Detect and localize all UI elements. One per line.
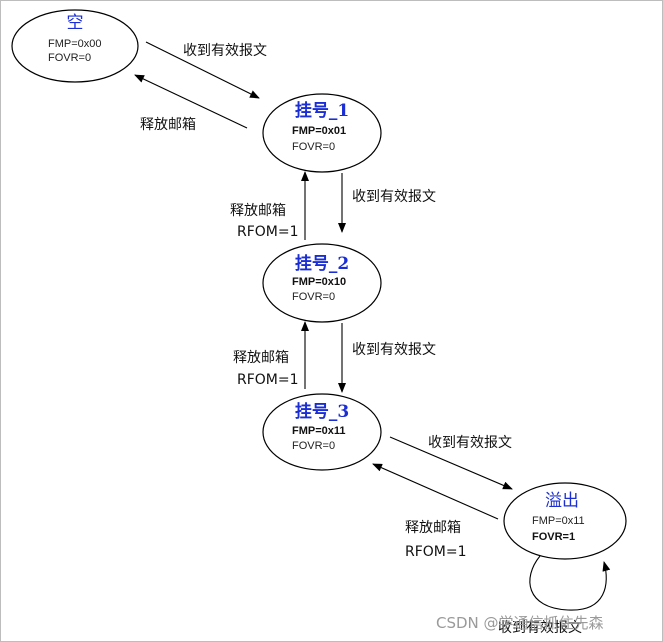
label-release-1: 释放邮箱 (140, 117, 196, 133)
state-pending-1-fovr: FOVR=0 (292, 141, 335, 153)
state-pending-2-fovr: FOVR=0 (292, 291, 335, 303)
label-receive-3: 收到有效报文 (352, 342, 436, 358)
state-overflow: 溢出 FMP=0x11 FOVR=1 (503, 482, 627, 560)
label-rfom-3: RFOM=1 (237, 372, 299, 388)
label-receive-5: 收到有效报文 (498, 620, 582, 636)
arrow-overflow-to-p3 (372, 463, 499, 520)
state-pending-3-fmp: FMP=0x11 (292, 425, 346, 437)
state-empty-title: 空 (67, 13, 84, 33)
label-release-3: 释放邮箱 (233, 350, 289, 366)
state-pending-2-title: 挂号_2 (295, 253, 349, 274)
state-pending-3-fovr: FOVR=0 (292, 440, 335, 452)
label-receive-4: 收到有效报文 (428, 435, 512, 451)
label-receive-2: 收到有效报文 (352, 189, 436, 205)
state-pending-2-fmp: FMP=0x10 (292, 276, 346, 288)
label-receive-1: 收到有效报文 (183, 43, 267, 59)
arrow-p1-to-empty (134, 74, 248, 129)
state-pending-2: 挂号_2 FMP=0x10 FOVR=0 (262, 243, 382, 323)
watermark: CSDN @学通信抓住先森 (436, 614, 604, 632)
state-pending-3: 挂号_3 FMP=0x11 FOVR=0 (262, 393, 382, 471)
state-overflow-fmp: FMP=0x11 (532, 515, 585, 527)
state-empty: 空 FMP=0x00 FOVR=0 (11, 9, 139, 83)
arrow-empty-to-p1 (145, 41, 260, 99)
state-pending-1: 挂号_1 FMP=0x01 FOVR=0 (262, 93, 382, 173)
label-release-2: 释放邮箱 (230, 203, 286, 219)
arrow-p3-to-overflow (389, 436, 513, 490)
state-pending-1-title: 挂号_1 (295, 100, 349, 121)
state-empty-fmp: FMP=0x00 (48, 38, 102, 50)
arrow-overflow-self-loop (529, 555, 611, 611)
state-pending-1-fmp: FMP=0x01 (292, 125, 346, 137)
label-rfom-4: RFOM=1 (405, 544, 467, 560)
label-release-4: 释放邮箱 (405, 520, 461, 536)
label-rfom-2: RFOM=1 (237, 224, 299, 240)
state-pending-3-title: 挂号_3 (295, 401, 349, 422)
state-empty-fovr: FOVR=0 (48, 52, 91, 64)
state-overflow-fovr: FOVR=1 (532, 531, 575, 543)
state-overflow-title: 溢出 (545, 491, 579, 511)
